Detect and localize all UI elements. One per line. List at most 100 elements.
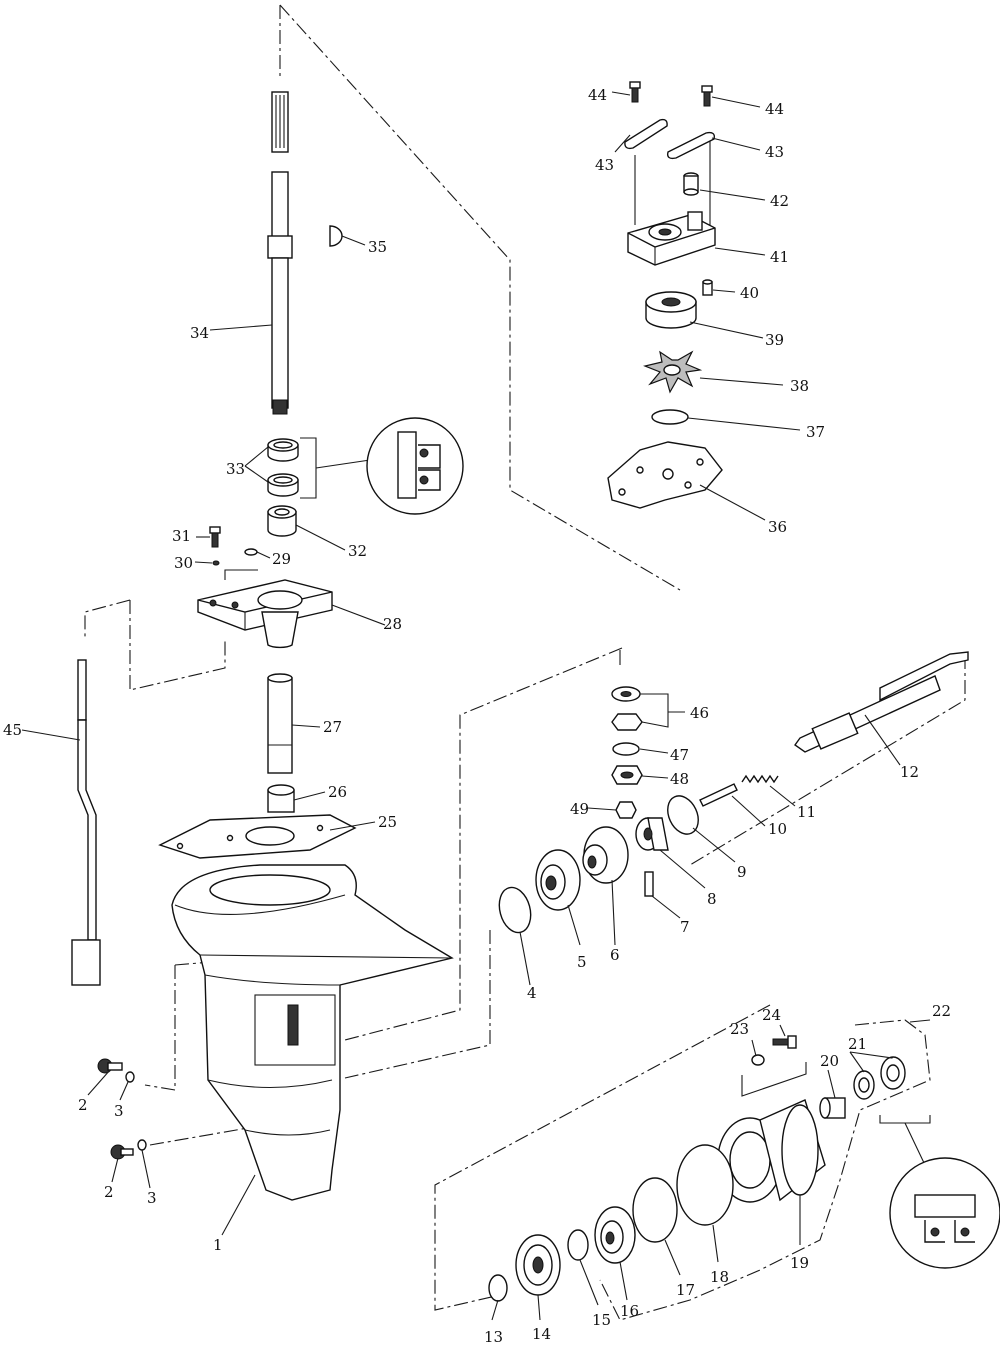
callout-6: 6 bbox=[610, 946, 620, 964]
part-39-pump-liner bbox=[645, 291, 697, 329]
part-3-washer-upper bbox=[125, 1071, 135, 1083]
part-44-bolt-right bbox=[701, 85, 713, 107]
part-10-pin bbox=[699, 783, 738, 807]
callout-18: 18 bbox=[710, 1268, 729, 1286]
callout-49: 49 bbox=[570, 800, 589, 818]
callout-44-right: 44 bbox=[765, 100, 784, 118]
part-30-washer bbox=[212, 560, 220, 566]
part-36-gasket-plate bbox=[607, 441, 723, 509]
callout-17: 17 bbox=[676, 1281, 695, 1299]
part-24-bolt bbox=[772, 1035, 797, 1049]
callout-30: 30 bbox=[174, 554, 193, 572]
part-19-bearing-carrier bbox=[717, 1099, 826, 1203]
part-31-bolt bbox=[209, 526, 221, 548]
part-6-forward-gear bbox=[582, 826, 629, 884]
callout-35: 35 bbox=[368, 238, 387, 256]
propeller-shaft-group bbox=[498, 651, 969, 934]
callout-43-right: 43 bbox=[765, 143, 784, 161]
callout-22: 22 bbox=[932, 1002, 951, 1020]
callout-2-upper: 2 bbox=[78, 1096, 88, 1114]
part-27-sleeve bbox=[267, 673, 293, 774]
callout-42: 42 bbox=[770, 192, 789, 210]
callout-3-upper: 3 bbox=[114, 1102, 124, 1120]
callout-8: 8 bbox=[707, 890, 717, 908]
bearing-carrier-group bbox=[488, 1035, 1000, 1302]
detail-view-seal-upper bbox=[366, 417, 464, 515]
part-43-plate-left bbox=[624, 118, 668, 150]
callout-15: 15 bbox=[592, 1311, 611, 1329]
part-17-o-ring bbox=[632, 1177, 678, 1243]
part-28-shaft-housing bbox=[197, 579, 333, 649]
callout-32: 32 bbox=[348, 542, 367, 560]
callout-48: 48 bbox=[670, 770, 689, 788]
part-33-bushings bbox=[267, 438, 299, 497]
part-44-bolt-left bbox=[629, 81, 641, 103]
part-3-washer-lower bbox=[137, 1139, 147, 1151]
part-37-o-ring bbox=[651, 409, 689, 425]
part-47-washer bbox=[612, 742, 640, 756]
callout-23: 23 bbox=[730, 1020, 749, 1038]
callout-1: 1 bbox=[213, 1236, 223, 1254]
callout-46: 46 bbox=[690, 704, 709, 722]
part-32-bushing bbox=[267, 505, 297, 537]
part-2-screw-lower bbox=[110, 1144, 134, 1160]
callout-21: 21 bbox=[848, 1035, 867, 1053]
part-45-shift-rod bbox=[71, 659, 101, 986]
callout-7: 7 bbox=[680, 918, 690, 936]
part-35-woodruff-key bbox=[329, 225, 343, 247]
callout-26: 26 bbox=[328, 783, 347, 801]
leader-lines bbox=[21, 91, 931, 1321]
part-25-gasket bbox=[158, 814, 357, 859]
callout-47: 47 bbox=[670, 746, 689, 764]
callout-10: 10 bbox=[768, 820, 787, 838]
part-20-bushing bbox=[819, 1097, 846, 1119]
drive-shaft-group bbox=[158, 91, 464, 859]
part-49-nut bbox=[615, 801, 637, 819]
callout-34: 34 bbox=[190, 324, 209, 342]
callout-44-left: 44 bbox=[588, 86, 607, 104]
callout-16: 16 bbox=[620, 1302, 639, 1320]
callout-45: 45 bbox=[3, 721, 22, 739]
part-29-o-ring bbox=[244, 548, 258, 556]
assembly-guide-lines bbox=[84, 4, 966, 1321]
callout-43-left: 43 bbox=[595, 156, 614, 174]
part-18-o-ring bbox=[676, 1144, 734, 1226]
part-1-gear-case bbox=[171, 864, 454, 1201]
callout-11: 11 bbox=[797, 803, 816, 821]
part-14-reverse-gear bbox=[515, 1234, 561, 1296]
part-42-grommet bbox=[683, 172, 699, 196]
callout-28: 28 bbox=[383, 615, 402, 633]
callout-4: 4 bbox=[527, 984, 537, 1002]
part-15-ring bbox=[567, 1229, 589, 1261]
callout-13: 13 bbox=[484, 1328, 503, 1346]
callout-31: 31 bbox=[172, 527, 191, 545]
callout-38: 38 bbox=[790, 377, 809, 395]
part-16-bearing bbox=[594, 1206, 636, 1264]
part-34-drive-shaft bbox=[267, 91, 293, 415]
part-13-ring bbox=[488, 1274, 508, 1302]
part-11-spring bbox=[741, 774, 779, 784]
callout-labels: 44 44 43 43 42 41 40 39 38 37 36 35 34 3… bbox=[3, 86, 951, 1346]
detail-view-seal-lower bbox=[889, 1157, 1000, 1269]
part-41-pump-housing bbox=[627, 211, 716, 266]
callout-39: 39 bbox=[765, 331, 784, 349]
callout-24: 24 bbox=[762, 1006, 781, 1024]
callout-14: 14 bbox=[532, 1325, 551, 1343]
callout-40: 40 bbox=[740, 284, 759, 302]
part-12-propeller-shaft bbox=[794, 651, 969, 753]
part-40-pin bbox=[702, 279, 713, 296]
callout-27: 27 bbox=[323, 718, 342, 736]
callout-12: 12 bbox=[900, 763, 919, 781]
callout-33: 33 bbox=[226, 460, 245, 478]
callout-37: 37 bbox=[806, 423, 825, 441]
callout-2-lower: 2 bbox=[104, 1183, 114, 1201]
part-46-nut bbox=[611, 713, 643, 731]
part-23-washer bbox=[751, 1054, 765, 1066]
part-38-impeller bbox=[643, 350, 703, 394]
callout-25: 25 bbox=[378, 813, 397, 831]
callout-29: 29 bbox=[272, 550, 291, 568]
part-4-ring bbox=[498, 886, 532, 934]
part-5-bearing bbox=[535, 849, 581, 911]
part-2-screw-upper bbox=[97, 1058, 123, 1074]
